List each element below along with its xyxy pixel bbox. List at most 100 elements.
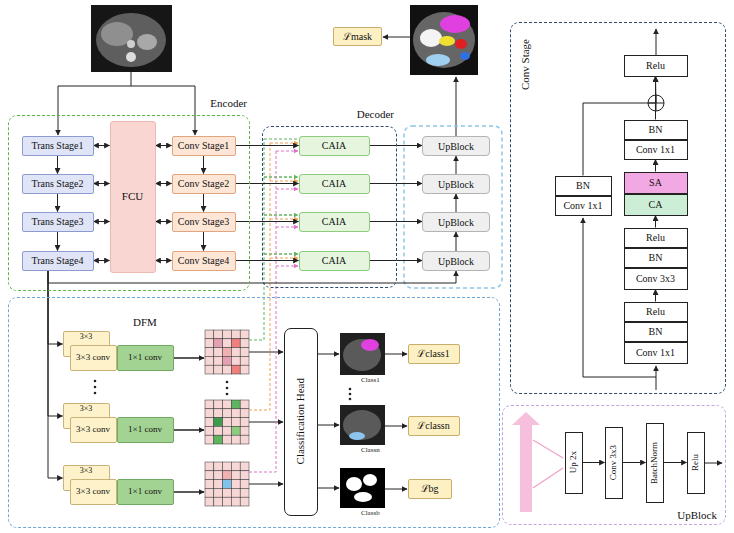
connector: [48, 271, 63, 345]
layer-box: Conv 1x1: [555, 196, 612, 216]
grid-cell: [214, 471, 223, 480]
box-label: 1×1 conv: [128, 353, 162, 363]
organ-mask: [361, 339, 379, 351]
box-label: Conv 1x1: [636, 144, 675, 155]
arrow: [174, 430, 204, 431]
arrow: [249, 422, 283, 423]
loss-box: ℒclass1: [408, 344, 460, 364]
connector: [94, 145, 110, 146]
arrow: [318, 488, 339, 489]
organ-mask: [440, 15, 470, 33]
conv-box: 3×3 conv: [70, 479, 117, 505]
box-label: Trans Stage2: [31, 178, 83, 189]
input-arrow: [656, 366, 657, 390]
grid-cell: [205, 330, 214, 339]
layer-box: Up 2x: [565, 432, 583, 494]
conv-stage: Conv Stage1: [172, 136, 236, 156]
grid-cell: [214, 339, 223, 348]
connector: [456, 194, 457, 212]
dot: [349, 388, 352, 391]
grid-cell: [223, 435, 232, 444]
box-label: ℒbg: [421, 483, 439, 494]
loss-arrow: [383, 37, 410, 38]
box-label: Relu: [646, 232, 665, 243]
dot: [226, 387, 229, 390]
conv-to-grid-line: [174, 358, 204, 492]
layer-box: BN: [624, 322, 688, 342]
grid-cell: [240, 365, 249, 374]
connector: [456, 232, 457, 251]
conv-stage: Conv Stage3: [172, 212, 236, 232]
grid-cell: [231, 497, 240, 506]
grid-cell: [223, 488, 232, 497]
connector: [583, 462, 605, 463]
loss-box: ℒmask: [333, 27, 382, 46]
grid-cell: [223, 462, 232, 471]
connector: [655, 216, 656, 228]
grid-cell: [223, 356, 232, 365]
attention-box: CA: [624, 194, 688, 216]
conv-box: 1×1 conv: [117, 479, 174, 505]
group-label: Conv Stage: [519, 39, 531, 90]
box-label: CAIA: [322, 178, 346, 189]
dashed-line: [276, 227, 298, 228]
connector: [156, 260, 172, 261]
group-frame: DecoderCAIACAIACAIACAIA: [262, 126, 397, 288]
box-label: Up 2x: [569, 451, 579, 473]
output-arrow: [705, 463, 722, 464]
grid-cell: [214, 365, 223, 374]
box-label: Relu: [646, 306, 665, 317]
group-frame: UpBlockUp 2xConv 3x3BatchNormRelu: [502, 405, 726, 525]
grid-cell: [214, 418, 223, 427]
box-label: Conv Stage4: [178, 255, 229, 266]
grid-cell: [231, 480, 240, 489]
grid-cell: [240, 426, 249, 435]
connector: [370, 260, 423, 261]
grid-cell: [214, 400, 223, 409]
organ: [127, 40, 135, 48]
grid-cell: [205, 365, 214, 374]
grid-cell: [223, 418, 232, 427]
arrow: [174, 358, 204, 359]
image-caption: Classb: [361, 510, 380, 517]
layer-box: Conv 3x3: [605, 427, 623, 499]
grid-cell: [240, 356, 249, 365]
box-label: Conv 1x1: [563, 200, 602, 211]
grid-cell: [240, 480, 249, 489]
box-label: Conv 1x1: [636, 347, 675, 358]
box-label: Conv Stage2: [178, 178, 229, 189]
dashed-line: [264, 254, 298, 255]
group-label: Encoder: [210, 97, 247, 109]
grid-cell: [240, 435, 249, 444]
grid-cell: [223, 480, 232, 489]
dot: [226, 393, 229, 396]
group-frame: Conv StageReluBNConv 1x1SACABNConv 1x1Re…: [510, 22, 726, 394]
loss-box: ℒclassn: [408, 416, 460, 436]
connector: [156, 221, 172, 222]
grid-cell: [231, 488, 240, 497]
arrow: [385, 426, 407, 427]
grid-cell: [205, 488, 214, 497]
connector: [203, 194, 204, 212]
box-label: CAIA: [322, 140, 346, 151]
dashed-line: [270, 181, 298, 182]
connector: [94, 183, 110, 184]
connector: [57, 194, 58, 212]
box-label: UpBlock: [438, 179, 474, 190]
caia-block: CAIA: [299, 136, 370, 156]
grid-cell: [205, 356, 214, 365]
box-label: SA: [649, 177, 662, 188]
dot: [94, 380, 97, 383]
group-label: DFM: [133, 316, 157, 328]
box-label: Classification Head: [294, 378, 306, 464]
conv-box: 1×1 conv: [117, 345, 174, 371]
fcu-block: FCU: [110, 121, 156, 273]
grid-cell: [214, 480, 223, 489]
image-ground: [91, 5, 172, 72]
background-mask: [354, 492, 372, 502]
grid-cell: [240, 348, 249, 357]
grid-cell: [205, 462, 214, 471]
box-label: BN: [649, 252, 663, 263]
spine: [126, 52, 136, 62]
